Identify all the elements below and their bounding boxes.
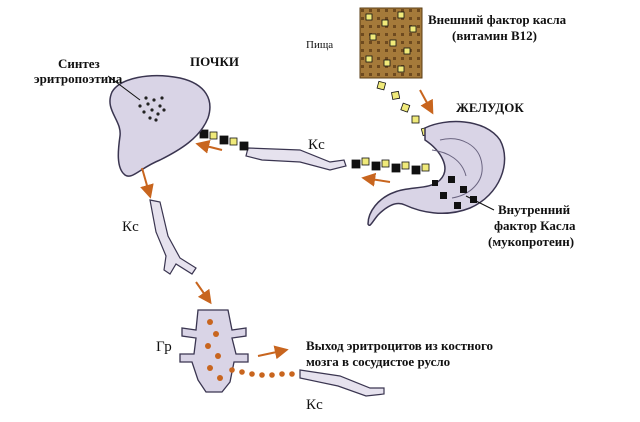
label-external-factor-2: (витамин B12) [452,28,537,43]
complex-stream-left [199,129,249,151]
vitamin-stream [376,80,431,137]
food-block [359,7,423,79]
bone-marrow [179,309,249,393]
arrow-food-to-stomach [419,89,434,115]
label-kc-left: Кс [122,219,140,235]
arrow-stomach-to-vessel [361,172,391,187]
arrow-vessel-to-kidney [195,139,223,154]
kidney-organ [109,74,211,177]
arrow-to-bone-marrow [195,281,212,305]
arrow-kidney-down [140,167,154,199]
label-exit-2: мозга в сосудистое русло [306,354,451,369]
stomach [367,120,506,227]
label-food: Пища [306,39,334,51]
label-gr: Гр [156,339,173,355]
label-kc-bottom: Кс [306,397,324,413]
label-kidneys: ПОЧКИ [190,54,239,69]
complex-stream-right [351,157,430,175]
erythrocyte-trail [229,367,295,378]
label-synthesis-2: эритропоэтина [34,71,123,86]
label-internal-factor-3: (мукопротеин) [488,234,575,249]
label-kc-top: Кс [308,137,326,153]
label-exit-1: Выход эритроцитов из костного [306,338,494,353]
arrow-exit [257,345,289,360]
label-internal-factor-1: Внутренний [498,202,571,217]
vessel-bottom [299,369,385,397]
label-external-factor-1: Внешний фактор касла [428,12,567,27]
label-internal-factor-2: фактор Касла [494,218,576,233]
vessel-left [149,199,197,275]
label-synthesis-1: Синтез [58,56,100,71]
pointer-synthesis [107,75,141,101]
label-stomach: ЖЕЛУДОК [456,100,524,115]
vessel-top [245,147,347,171]
pointer-internal-factor [465,195,495,211]
